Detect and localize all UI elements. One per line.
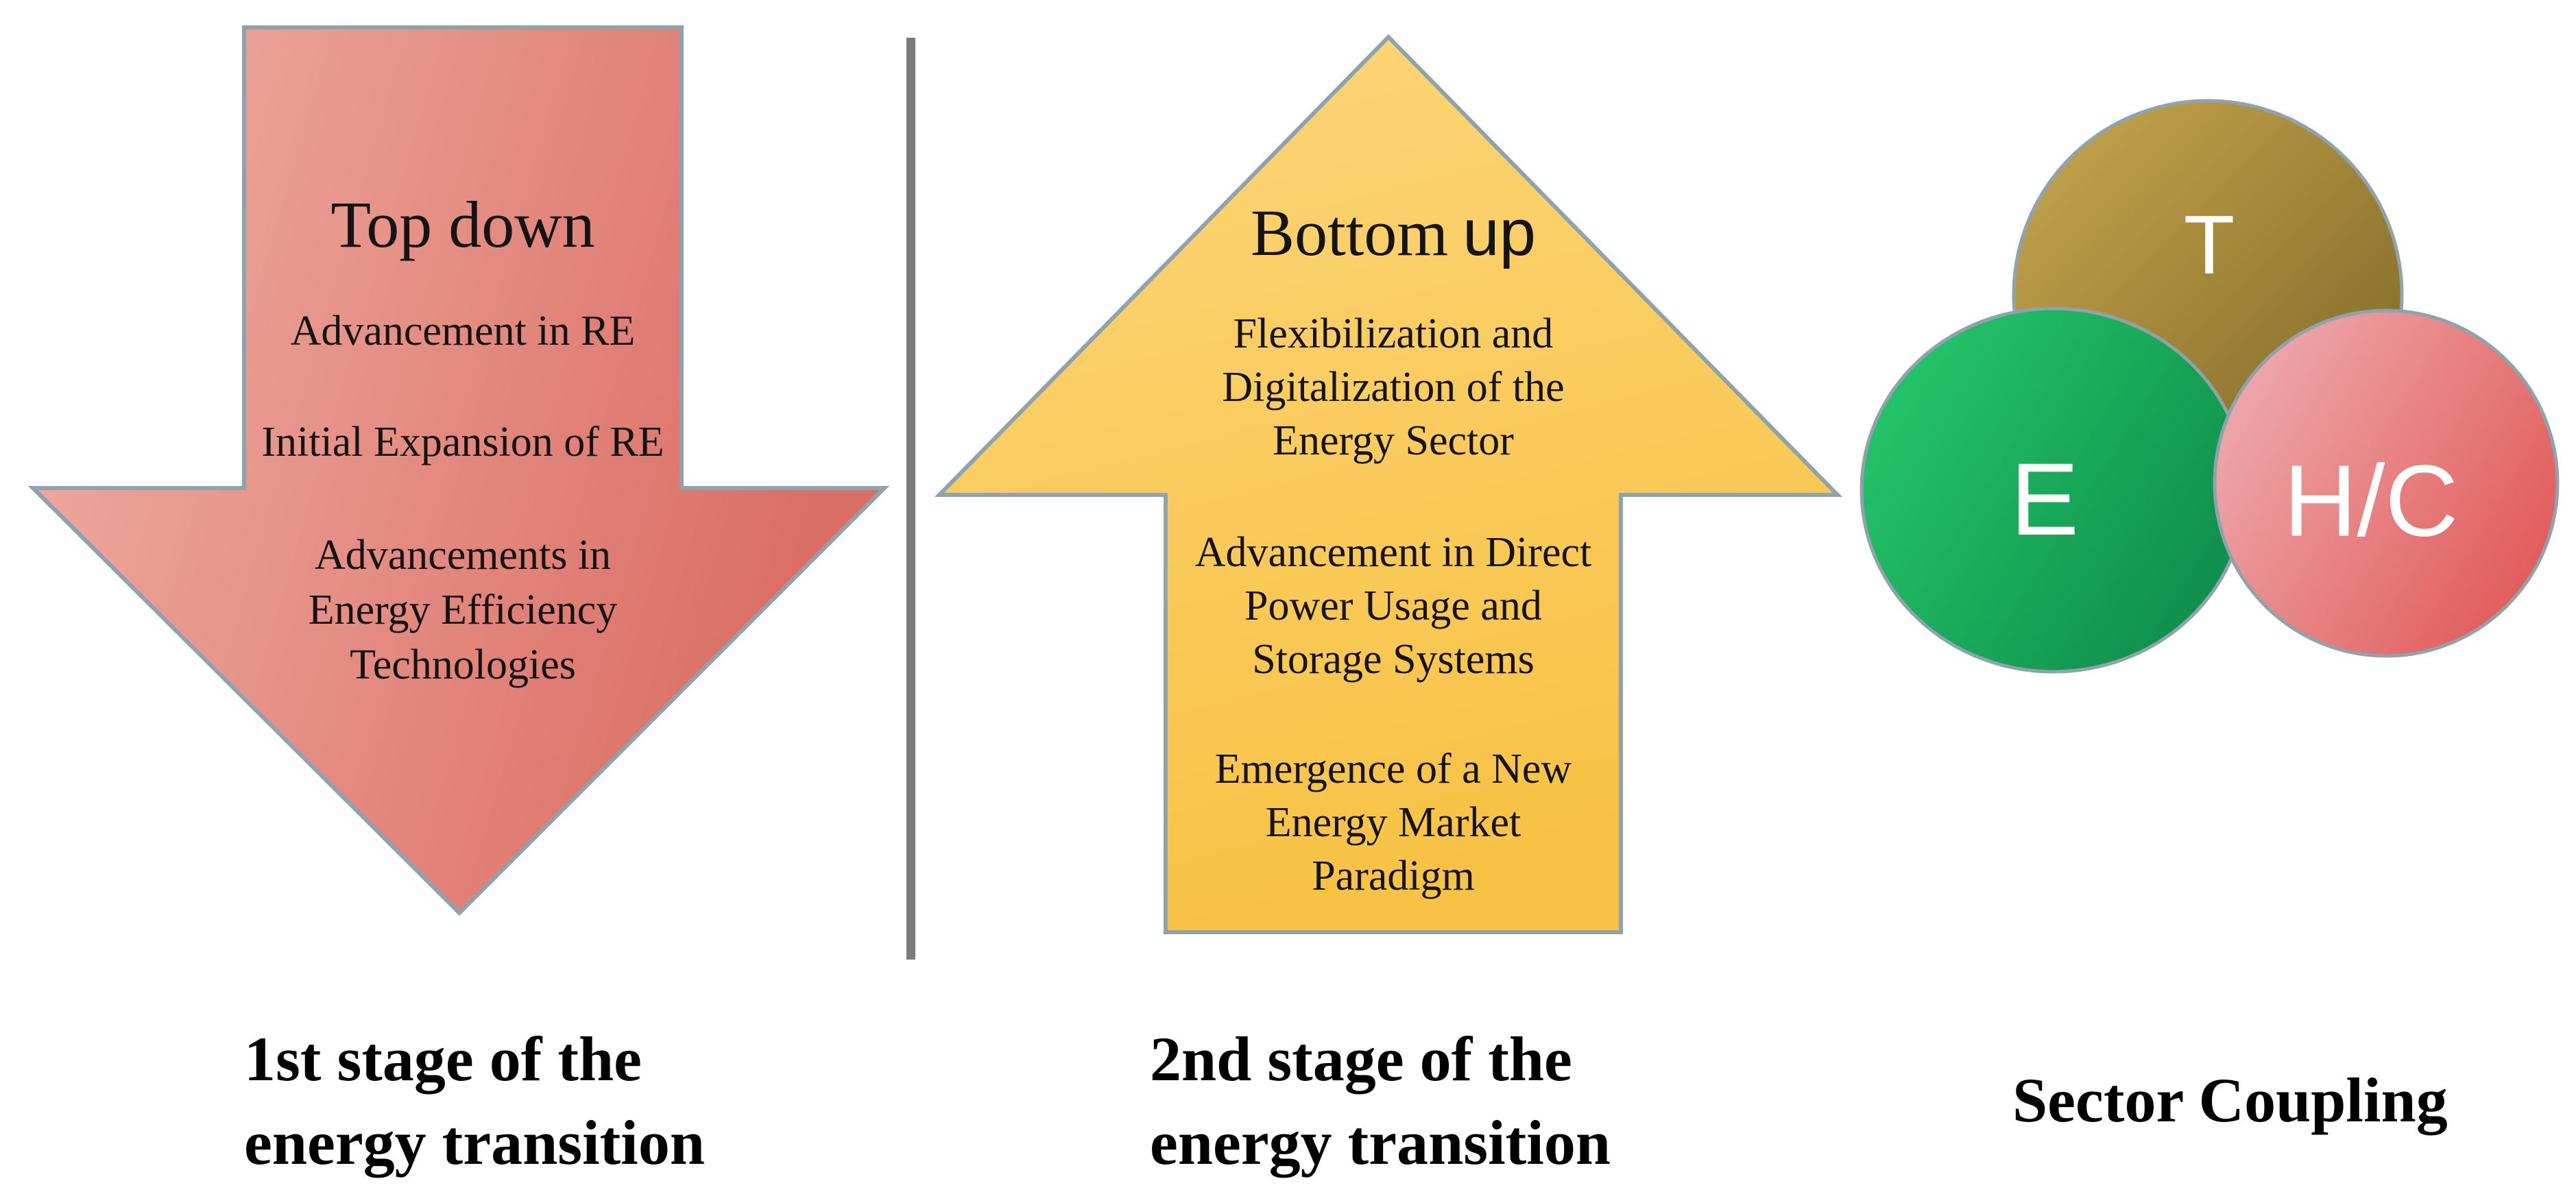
up-arrow-item-2: Advancement in Direct Power Usage and St… (1140, 526, 1647, 686)
stage2-caption-line-2: energy transition (1150, 1108, 1611, 1178)
stage1-caption-line-2: energy transition (244, 1108, 706, 1178)
up-arrow-item-2-line-1: Advancement in Direct (1194, 529, 1592, 576)
up-arrow-title-serif-part: Bottom (1251, 196, 1449, 269)
circle-t-label: T (2184, 198, 2235, 291)
circle-hc (2213, 308, 2560, 658)
up-arrow-title-sans-part: up (1462, 196, 1536, 269)
up-arrow-shape (934, 34, 1843, 934)
divider-line (906, 38, 915, 960)
down-arrow-item-1: Advancement in RE (290, 308, 636, 354)
up-arrow-item-3-line-1: Emergence of a New (1214, 746, 1572, 792)
up-arrow-item-3-line-3: Paradigm (1312, 853, 1475, 899)
down-arrow-item-2: Initial Expansion of RE (261, 419, 664, 465)
circle-e-label: E (2010, 441, 2079, 557)
up-arrow-item-2-line-3: Storage Systems (1252, 636, 1534, 683)
down-arrow-item-3: Advancements in Energy Efficiency Techno… (244, 528, 682, 692)
sector-coupling-caption: Sector Coupling (2012, 1065, 2448, 1135)
up-arrow-item-3: Emergence of a New Energy Market Paradig… (1140, 742, 1647, 903)
up-arrow-item-1-line-2: Digitalization of the (1222, 364, 1565, 411)
up-arrow-item-1: Flexibilization and Digitalization of th… (1140, 307, 1647, 467)
up-arrow-item-1-line-3: Energy Sector (1273, 417, 1514, 464)
up-arrow-item-3-line-2: Energy Market (1265, 799, 1521, 846)
stage1-caption: 1st stage of the energy transition (244, 1017, 705, 1184)
up-arrow-item-2-line-2: Power Usage and (1244, 583, 1542, 629)
up-arrow-item-1-line-1: Flexibilization and (1233, 310, 1554, 357)
stage2-caption-line-1: 2nd stage of the (1150, 1024, 1572, 1094)
stage1-caption-line-1: 1st stage of the (244, 1024, 642, 1094)
stage2-caption: 2nd stage of the energy transition (1150, 1017, 1611, 1184)
circle-hc-label: H/C (2284, 445, 2459, 558)
down-arrow-item-3-line-1: Advancements in (314, 532, 612, 578)
down-arrow-item-3-line-2: Energy Efficiency (308, 587, 618, 633)
down-arrow-title: Top down (330, 188, 595, 261)
down-arrow-shape (27, 25, 890, 916)
down-arrow-item-3-line-3: Technologies (350, 642, 576, 688)
